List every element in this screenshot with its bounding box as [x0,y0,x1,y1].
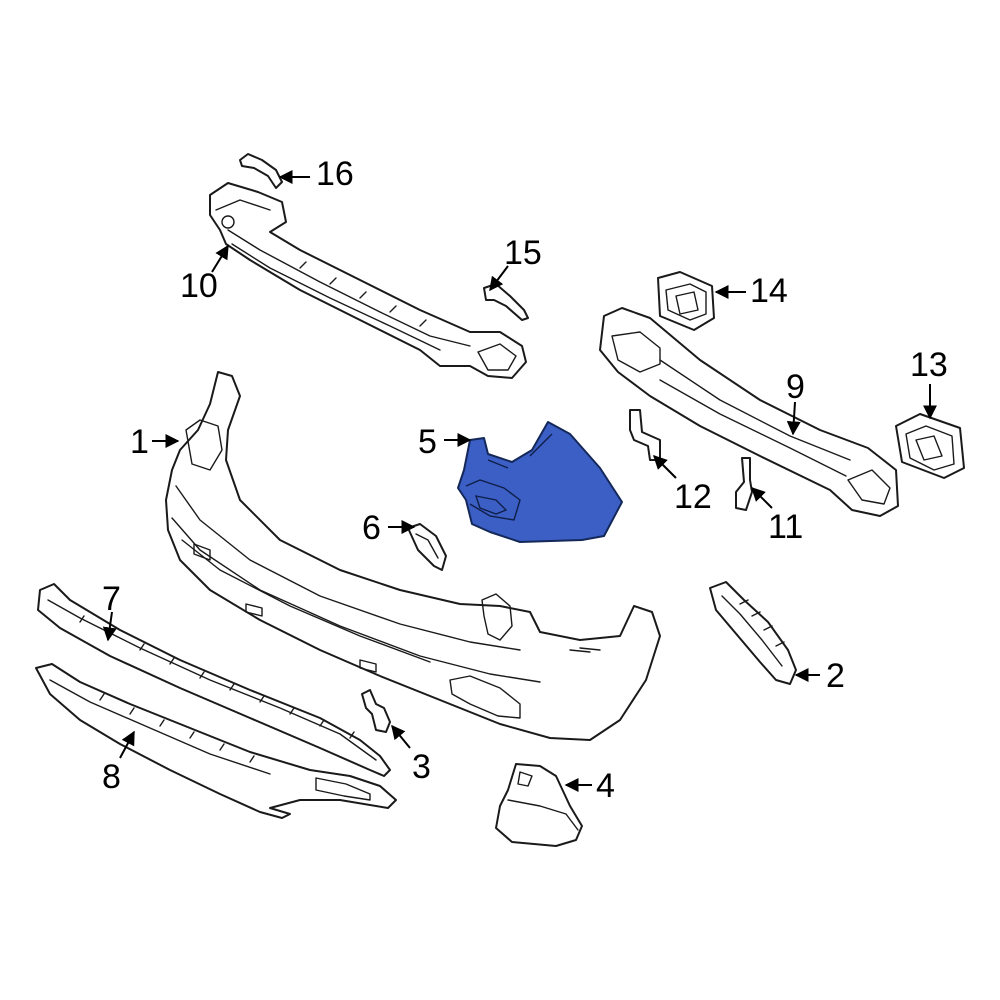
callout-14: 14 [750,272,788,310]
part-2-side-bracket [709,581,797,685]
callout-8: 8 [102,758,121,796]
part-3-grommet [361,689,391,733]
part-5-highlighted-bracket [457,421,623,543]
leader-11 [751,487,773,509]
callout-12: 12 [674,478,712,516]
callout-9: 9 [786,368,805,406]
part-6-trim [407,523,447,571]
part-1-bumper-cover [165,371,661,741]
part-5-fill [457,421,623,543]
leader-lines [102,170,937,792]
leader-7 [102,611,117,642]
leader-9 [786,401,801,436]
part-9-reinforcement-beam [599,307,899,517]
part-8-diffuser [35,663,397,819]
part-14-bracket [657,271,715,331]
part-12-bracket [629,409,661,461]
callout-7: 7 [102,580,121,618]
callout-4: 4 [596,767,615,805]
part-11-bracket [735,457,753,511]
part-4-bracket [495,763,583,847]
leader-12 [653,455,677,479]
callout-labels: 1 2 3 4 5 6 7 8 9 10 11 12 13 14 15 16 [102,155,948,805]
part-7-valance [37,583,391,777]
callout-6: 6 [362,509,381,547]
callout-2: 2 [826,657,845,695]
callout-13: 13 [910,346,948,384]
part-10-reinforcement-beam [209,182,527,379]
leader-8 [119,730,135,759]
callout-15: 15 [504,234,542,272]
leader-3 [391,724,411,749]
part-16-bracket [239,153,283,189]
callout-5: 5 [418,423,437,461]
leader-15 [489,265,509,292]
callout-11: 11 [768,508,803,546]
callout-16: 16 [316,155,354,193]
callout-1: 1 [130,423,149,461]
leader-10 [211,244,229,273]
callout-3: 3 [412,748,431,786]
part-13-bracket [895,413,965,479]
callout-10: 10 [180,267,218,305]
